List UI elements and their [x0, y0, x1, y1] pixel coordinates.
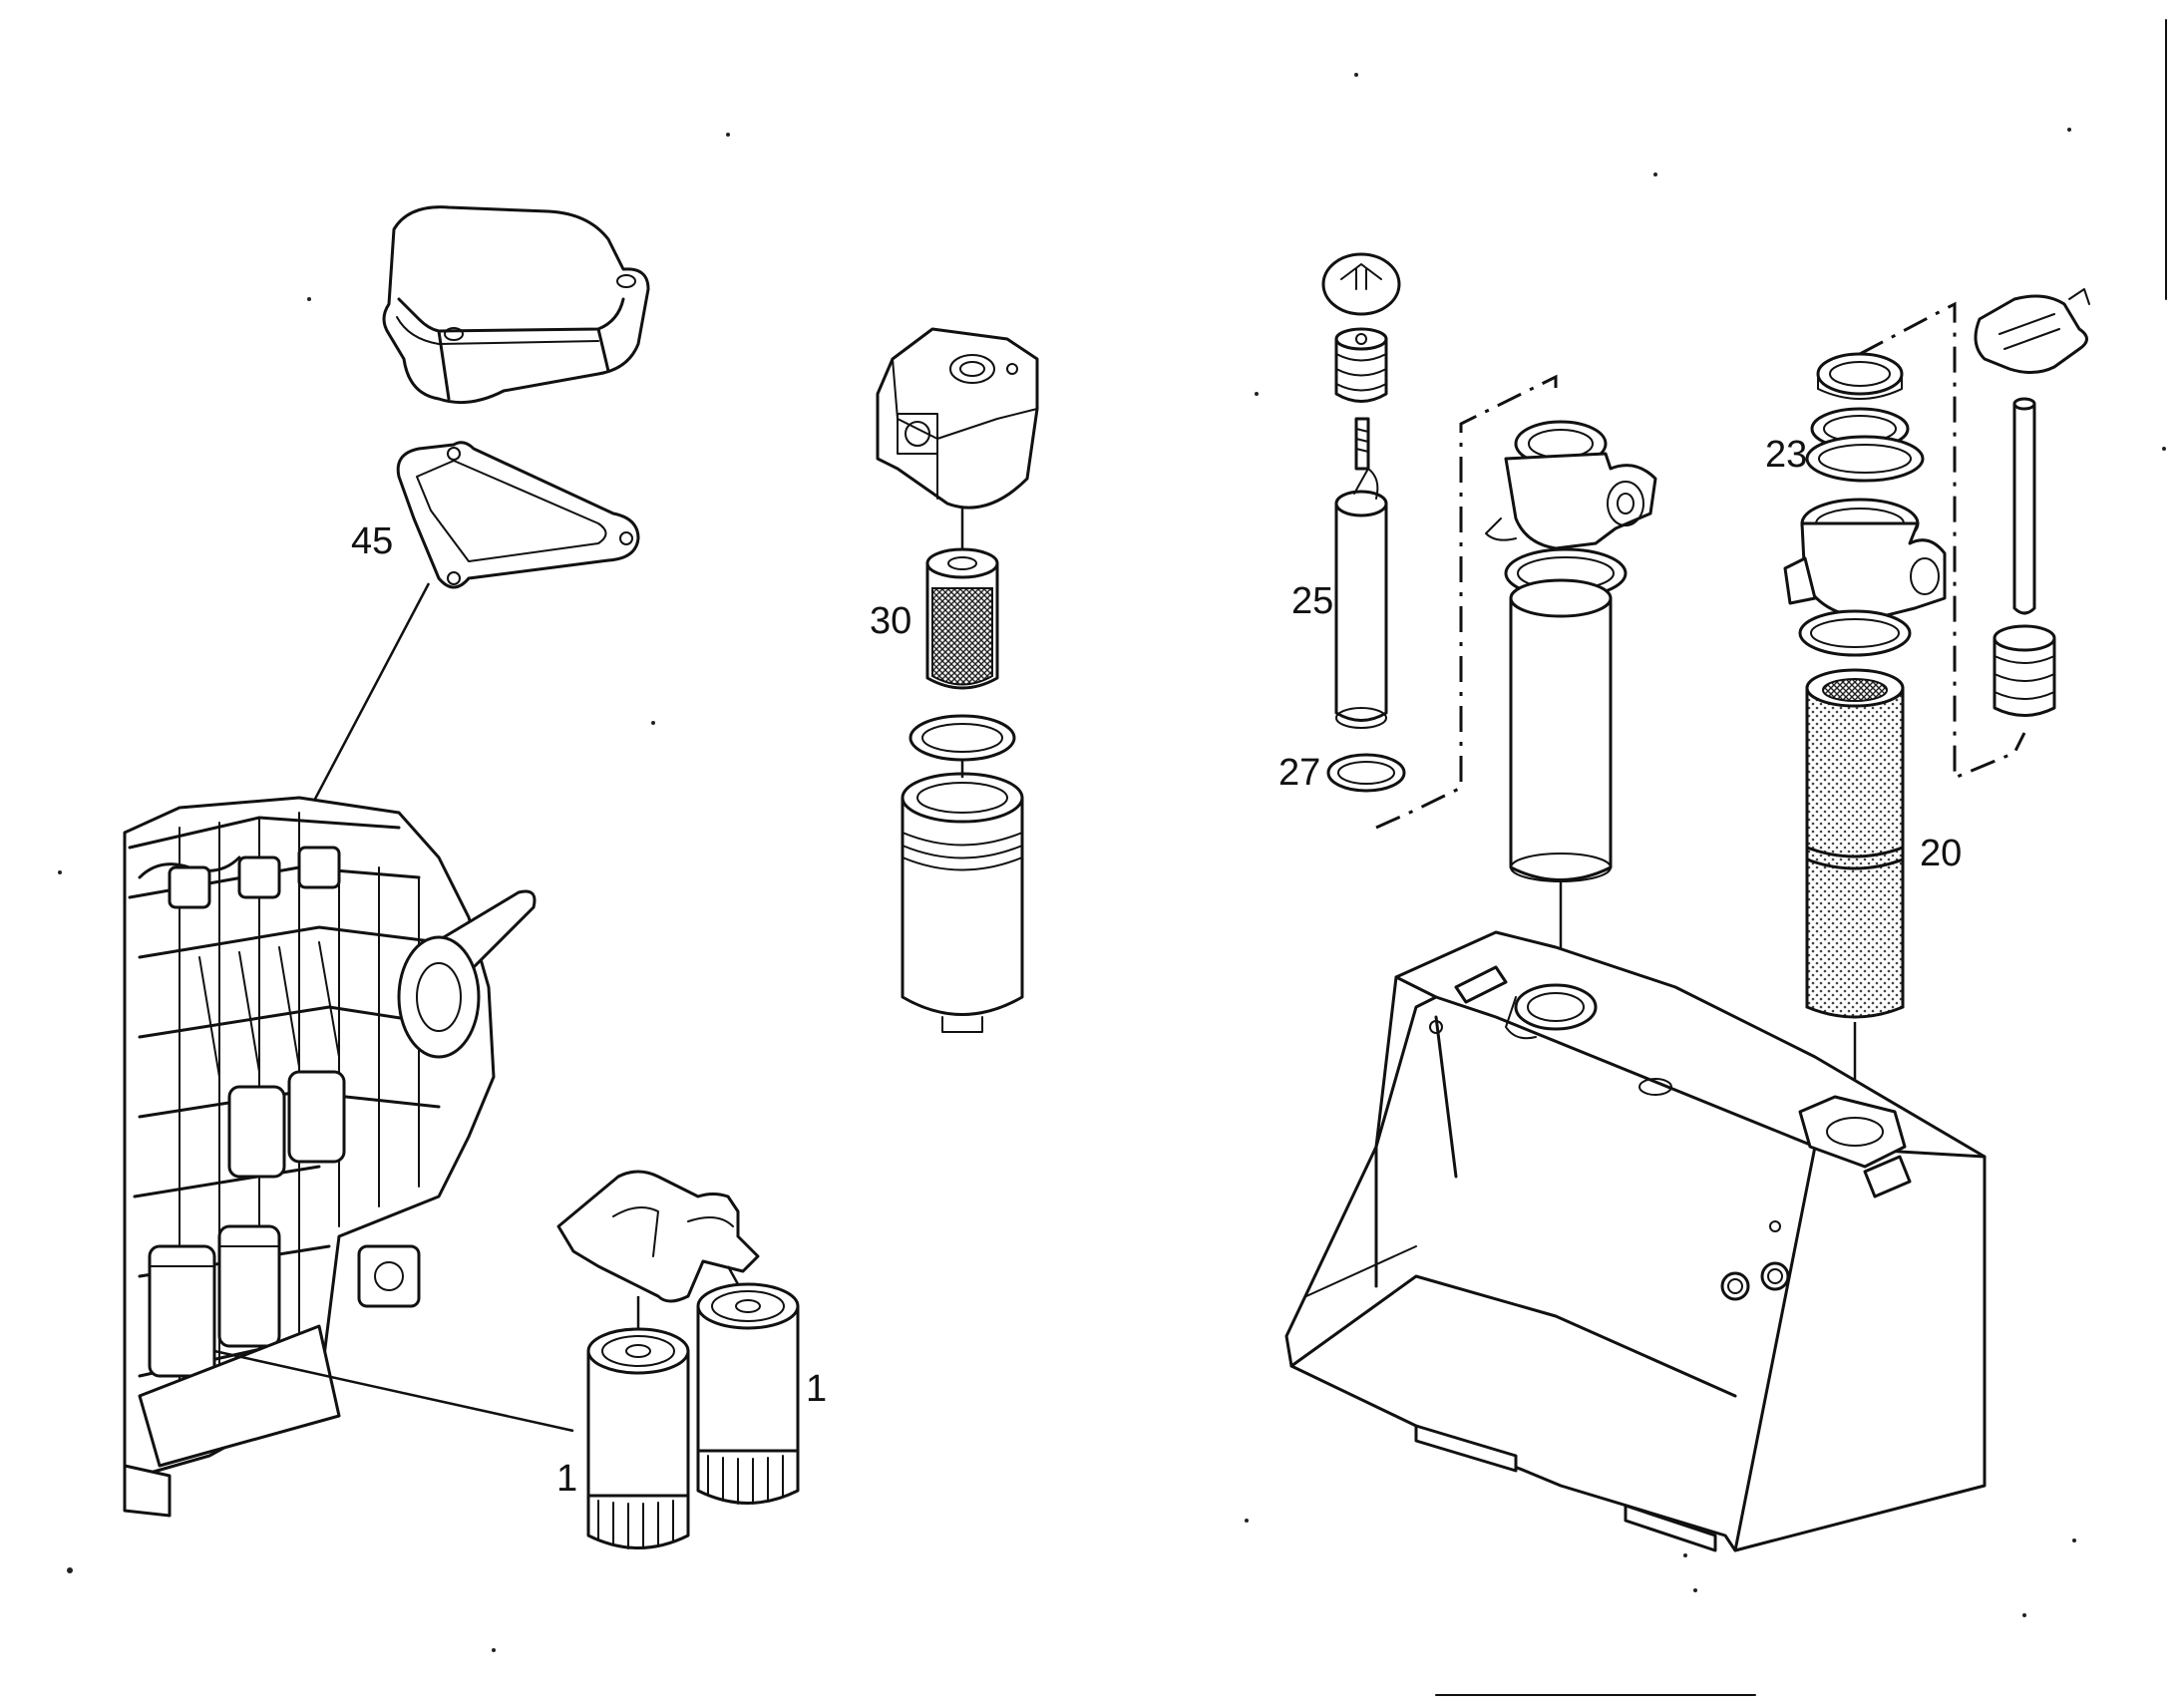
filter-element-30	[925, 547, 999, 690]
oil-filter-left	[586, 1296, 690, 1549]
dipstick-spring	[1993, 624, 2056, 717]
dash-leader-dipstick	[1859, 301, 2026, 781]
callout-30: 30	[870, 600, 911, 642]
dash-leader-breather	[1375, 374, 1558, 830]
filter-bowl-30	[901, 760, 1024, 1033]
oil-filter-head	[556, 1170, 760, 1303]
callout-27: 27	[1278, 752, 1320, 794]
engine-assembly	[123, 796, 537, 1518]
o-ring-23	[1805, 407, 1925, 483]
breather-bolt	[1354, 417, 1370, 471]
callout-23: 23	[1765, 434, 1807, 476]
breather-element-25	[1334, 468, 1388, 729]
callout-1-left: 1	[556, 1458, 577, 1500]
oil-filter-right	[696, 1265, 800, 1505]
filter-head-23	[1816, 352, 1904, 400]
breather-spring	[1334, 327, 1388, 403]
dipstick-cap	[1974, 288, 2090, 374]
hydraulic-tank	[1284, 930, 1987, 1552]
callout-20: 20	[1920, 833, 1962, 874]
filter-element-20	[1805, 668, 1905, 1019]
o-ring-27	[1326, 753, 1406, 793]
scan-specks	[58, 73, 2166, 1652]
valve-cover	[382, 205, 650, 405]
gasket-45	[396, 441, 640, 589]
callout-45: 45	[351, 520, 393, 562]
callout-1-right: 1	[806, 1368, 827, 1410]
callout-25: 25	[1291, 580, 1333, 622]
dipstick-tube	[2012, 397, 2036, 615]
filter-housing-30	[876, 327, 1039, 510]
breather-cap	[1321, 252, 1401, 316]
return-filter-head	[1485, 420, 1657, 599]
return-filter-bowl	[1509, 578, 1613, 882]
filter-housing-20	[1783, 498, 1947, 657]
o-ring-30	[908, 714, 1016, 762]
leader-1a	[213, 1349, 574, 1433]
